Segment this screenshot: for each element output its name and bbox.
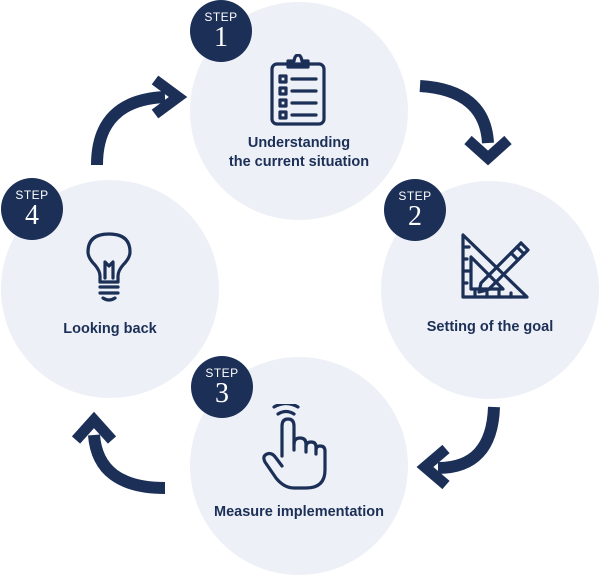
step-2-word: STEP xyxy=(398,189,432,203)
step-4-label-line-1: Looking back xyxy=(63,321,157,337)
pointing-hand-icon xyxy=(262,404,327,490)
arrow-3-to-4 xyxy=(88,434,166,494)
arrow-2-to-3 xyxy=(437,406,500,474)
clipboard-checklist-icon xyxy=(270,54,326,126)
step-4-word: STEP xyxy=(15,188,49,202)
step-2-number: 2 xyxy=(408,201,422,232)
arrow-1-to-2 xyxy=(419,80,494,144)
step-4-number: 4 xyxy=(25,200,39,231)
step-1-label-line-1: Understanding xyxy=(247,135,351,151)
step-4-badge: STEP 4 xyxy=(1,178,63,240)
arrow-4-to-1 xyxy=(91,91,166,166)
arrowhead-1-to-2 xyxy=(464,135,512,166)
step-3-badge: STEP 3 xyxy=(191,356,253,418)
step-3-word: STEP xyxy=(205,366,239,380)
step-1-label-line-2: the current situation xyxy=(228,154,370,170)
arrowhead-2-to-3 xyxy=(416,444,450,490)
arrowhead-4-to-1 xyxy=(151,75,188,119)
step-3-label: Measure implementation xyxy=(190,503,408,522)
triangle-ruler-pencil-icon xyxy=(461,233,530,299)
lightbulb-icon xyxy=(86,232,132,302)
arrowhead-3-to-4 xyxy=(71,411,117,444)
step-1-badge: STEP 1 xyxy=(190,0,252,62)
step-4-label: Looking back xyxy=(1,320,219,339)
step-3-label-line-1: Measure implementation xyxy=(213,504,384,520)
step-1-number: 1 xyxy=(214,22,228,53)
step-2-badge: STEP 2 xyxy=(384,179,446,241)
step-1-label: Understanding the current situation xyxy=(190,134,408,172)
step-3-number: 3 xyxy=(215,378,229,409)
step-1-word: STEP xyxy=(204,10,238,24)
step-2-label-line-1: Setting of the goal xyxy=(426,319,554,335)
step-2-label: Setting of the goal xyxy=(381,318,599,337)
